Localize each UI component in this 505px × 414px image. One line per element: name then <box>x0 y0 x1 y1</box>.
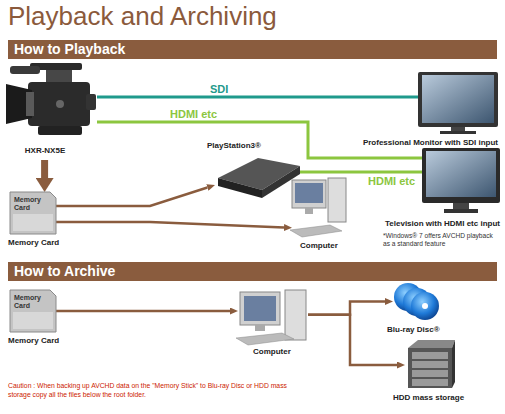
monitor-screen <box>422 75 494 123</box>
tv-frame <box>422 148 500 203</box>
computer: Computer <box>238 290 308 345</box>
computer-monitor <box>240 292 280 325</box>
tv-screen <box>426 151 496 197</box>
computer-stand <box>255 325 265 331</box>
monitor-base <box>440 131 476 134</box>
footnote: *Windows® 7 offers AVCHD playback as a s… <box>383 232 495 248</box>
node-label: Computer <box>253 347 291 357</box>
computer-keyboard <box>290 225 342 237</box>
node-label: Television with HDMI etc input <box>385 219 500 229</box>
page-title: Playback and Archiving <box>8 1 277 31</box>
computer-screen <box>295 183 323 203</box>
memory-card-shape <box>10 290 56 332</box>
camera-mic <box>10 66 40 74</box>
connector <box>56 188 207 207</box>
hdd-top <box>408 340 455 348</box>
camera-lens-ring <box>26 92 34 116</box>
camera-body <box>28 82 90 126</box>
computer-tower <box>285 290 306 340</box>
computer-stand <box>305 208 313 214</box>
connector <box>308 315 397 365</box>
hdd-side <box>452 340 455 388</box>
node-sublabel: Memory Card <box>8 238 59 248</box>
camera-viewfinder <box>86 94 96 110</box>
computer-keyboard <box>236 333 294 345</box>
hdd-bay <box>412 352 448 359</box>
hdd-storage: HDD mass storage <box>405 340 455 390</box>
edge-label: HDMI etc <box>170 108 217 120</box>
caution-note: Caution : When backing up AVCHD data on … <box>8 381 308 399</box>
section-band: How to Archive <box>8 262 497 281</box>
node-label: Memory Card <box>14 294 44 310</box>
disc-hole <box>422 303 428 309</box>
memory-card-shape <box>10 192 56 234</box>
node-sublabel: Memory Card <box>8 336 59 346</box>
camera-detail <box>56 100 64 108</box>
monitor-bezel <box>418 72 498 127</box>
camera-base <box>38 126 82 135</box>
memory-card-panel <box>13 312 53 329</box>
hdd-front <box>408 348 452 388</box>
camcorder: HXR-NX5E <box>5 62 97 160</box>
console-side <box>218 178 262 198</box>
hdd-bay <box>412 379 448 386</box>
connector <box>300 171 422 174</box>
connector <box>56 222 284 228</box>
disc <box>411 292 439 320</box>
pro-monitor: Professional Monitor with SDI input <box>418 72 498 134</box>
game-console: PlayStation3® <box>215 158 300 198</box>
node-label: How to Playback <box>14 41 125 58</box>
memory-card: Memory CardMemory Card <box>10 192 56 234</box>
computer-screen <box>244 296 276 321</box>
computer: Computer <box>292 178 347 238</box>
connector <box>308 302 385 315</box>
edge-label: HDMI etc <box>368 175 415 187</box>
edge-label: SDI <box>210 83 228 95</box>
television: Television with HDMI etc input <box>422 148 500 213</box>
computer-monitor <box>292 180 326 208</box>
node-label: HXR-NX5E <box>5 146 85 156</box>
blu-ray-disc: Blu-ray Disc® <box>393 283 438 320</box>
node-label: PlayStation3® <box>207 141 261 151</box>
tv-stand <box>453 203 469 209</box>
memory-card-panel <box>13 214 53 231</box>
tv-base <box>444 209 478 213</box>
memory-card: Memory CardMemory Card <box>10 290 56 332</box>
hdd-bay <box>412 361 448 368</box>
node-label: Blu-ray Disc® <box>387 325 440 335</box>
node-label: Professional Monitor with SDI input <box>363 138 498 148</box>
connector <box>56 310 230 313</box>
connector <box>41 160 48 178</box>
hdd-bay <box>412 370 448 377</box>
connector <box>97 96 418 99</box>
camera-lcd <box>46 70 72 84</box>
computer-tower <box>328 178 346 222</box>
node-label: How to Archive <box>14 263 115 280</box>
node-label: Memory Card <box>14 196 44 212</box>
section-band: How to Playback <box>8 40 497 59</box>
node-label: Computer <box>300 241 338 251</box>
node-label: HDD mass storage <box>393 393 464 403</box>
